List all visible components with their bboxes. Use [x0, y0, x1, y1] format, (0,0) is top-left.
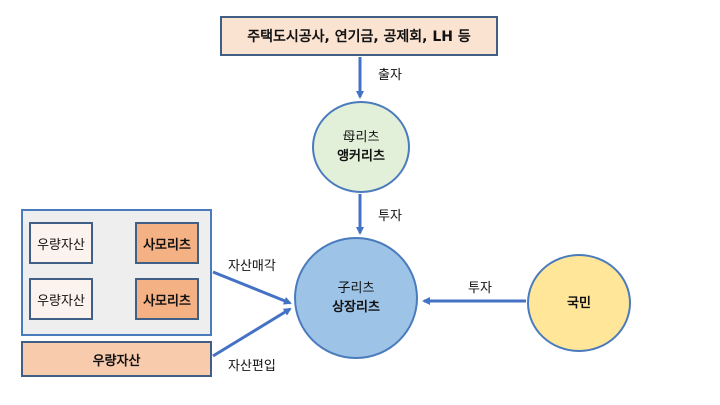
- edge-label-people-invest: 투자: [468, 281, 492, 296]
- asset-label: 우량자산: [37, 237, 85, 253]
- group-item-private-reit-1: 사모리츠: [135, 222, 199, 264]
- mother-reit-node: 母리츠 앵커리츠: [312, 101, 410, 193]
- funding-sources-label: 주택도시공사, 연기금, 공제회, LH 등: [247, 29, 471, 45]
- asset-label: 우량자산: [37, 293, 85, 309]
- group-item-private-reit-2: 사모리츠: [135, 278, 199, 320]
- group-item-asset-1: 우량자산: [29, 222, 93, 264]
- people-node: 국민: [527, 254, 631, 352]
- edge-label-investment: 출자: [378, 68, 402, 83]
- mother-reit-label: 母리츠: [342, 130, 380, 145]
- private-reit-label: 사모리츠: [143, 237, 191, 253]
- group-item-asset-2: 우량자산: [29, 278, 93, 320]
- child-reit-node: 子리츠 상장리츠: [294, 237, 418, 359]
- prime-asset-box: 우량자산: [21, 341, 212, 377]
- arrow-group-to-child: [212, 270, 292, 305]
- listed-reit-label: 상장리츠: [332, 300, 380, 315]
- funding-sources-box: 주택도시공사, 연기금, 공제회, LH 등: [220, 16, 498, 56]
- edge-label-asset-incorporation: 자산편입: [228, 359, 276, 374]
- private-reit-label: 사모리츠: [143, 293, 191, 309]
- arrow-asset-to-child: [212, 307, 292, 358]
- prime-asset-label: 우량자산: [92, 353, 141, 369]
- people-label: 국민: [567, 295, 591, 311]
- child-reit-label: 子리츠: [337, 281, 375, 296]
- edge-label-asset-sale: 자산매각: [228, 259, 276, 274]
- anchor-reit-label: 앵커리츠: [337, 149, 385, 164]
- edge-label-mother-invest: 투자: [378, 209, 402, 224]
